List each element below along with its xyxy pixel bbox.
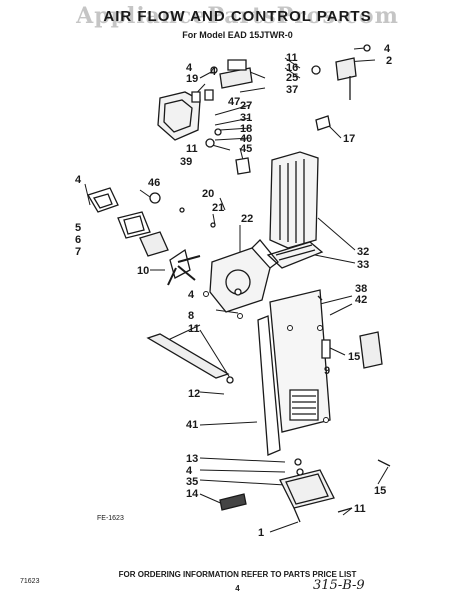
callout-16: 16 (286, 62, 299, 74)
callout-41: 41 (186, 419, 199, 431)
callout-1: 1 (258, 527, 265, 539)
callout-4: 4 (210, 66, 217, 78)
air-duct (268, 152, 322, 268)
callout-21: 21 (212, 202, 225, 214)
callout-8: 8 (188, 310, 195, 322)
fan-shroud (210, 240, 278, 312)
callout-25: 25 (286, 72, 299, 84)
callout-38: 38 (355, 283, 368, 295)
callout-46: 46 (148, 177, 161, 189)
screws (204, 292, 329, 423)
callout-32: 32 (357, 246, 370, 258)
callout-19: 19 (186, 73, 199, 85)
callout-4: 4 (186, 465, 193, 477)
lower-left-strip (148, 334, 233, 383)
callout-2: 2 (386, 55, 393, 67)
handwritten-note: 315-B-9 (313, 578, 365, 593)
document-code: 71623 (20, 578, 40, 585)
callout-4: 4 (188, 289, 195, 301)
callout-33: 33 (357, 259, 370, 271)
callout-31: 31 (240, 112, 253, 124)
ordering-footer: FOR ORDERING INFORMATION REFER TO PARTS … (118, 570, 357, 579)
callout-10: 10 (137, 265, 150, 277)
callout-6: 6 (75, 234, 82, 246)
callout-42: 42 (355, 294, 368, 306)
callout-27: 27 (240, 100, 253, 112)
callout-13: 13 (186, 453, 199, 465)
callout-11: 11 (354, 503, 366, 515)
fan-motor-assembly (88, 188, 215, 285)
side-channel (258, 316, 280, 455)
callout-35: 35 (186, 476, 199, 488)
callout-17: 17 (343, 133, 356, 145)
callout-11: 11 (186, 143, 198, 155)
callout-47: 47 (228, 96, 241, 108)
page-number: 4 (235, 584, 240, 593)
callout-11: 11 (188, 323, 200, 335)
callout-11: 11 (286, 52, 298, 64)
callout-20: 20 (202, 188, 215, 200)
callout-37: 37 (286, 84, 299, 96)
callout-4: 4 (384, 43, 391, 55)
control-housing (158, 60, 252, 174)
callout-39: 39 (180, 156, 193, 168)
callout-12: 12 (188, 388, 201, 400)
drain-pan (220, 459, 390, 522)
thermostat-assembly (312, 45, 370, 130)
model-line: For Model EAD 15JTWR-0 (182, 30, 293, 40)
callout-22: 22 (241, 213, 254, 225)
watermark: AppliancePartsPros.com (76, 3, 399, 29)
callout-4: 4 (186, 62, 193, 74)
callout-7: 7 (75, 246, 82, 258)
diagram-title: AIR FLOW AND CONTROL PARTS (103, 8, 372, 25)
back-panel (270, 290, 382, 432)
callout-40: 40 (240, 133, 253, 145)
callout-4: 4 (75, 174, 82, 186)
callout-9: 9 (324, 365, 331, 377)
callout-18: 18 (240, 123, 253, 135)
callout-5: 5 (75, 222, 82, 234)
callout-15: 15 (374, 485, 387, 497)
callout-45: 45 (240, 143, 253, 155)
callout-15: 15 (348, 351, 361, 363)
callout-14: 14 (186, 488, 199, 500)
figure-reference: FE-1623 (97, 515, 124, 522)
